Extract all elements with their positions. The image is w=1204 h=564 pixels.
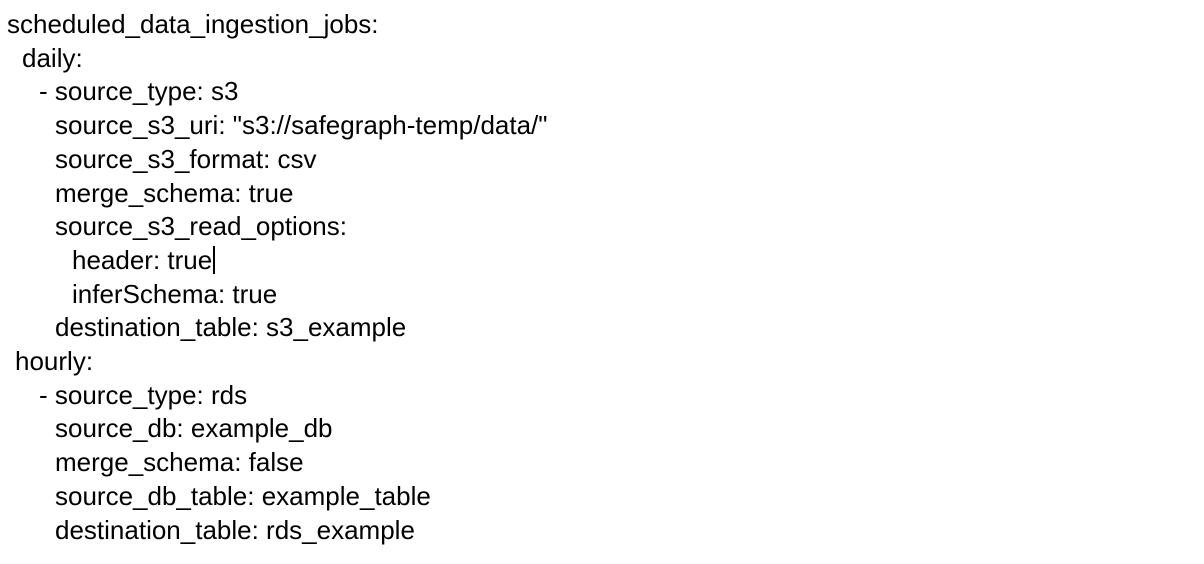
line-text: daily:	[22, 42, 83, 73]
line-text: header: true	[72, 244, 213, 275]
text-line[interactable]: source_s3_read_options:	[55, 211, 347, 241]
line-text: - source_type: s3	[39, 76, 239, 107]
text-line[interactable]: merge_schema: false	[55, 447, 304, 477]
line-text: merge_schema: true	[55, 177, 294, 208]
text-line[interactable]: header: true	[72, 244, 216, 275]
text-line[interactable]: - source_type: rds	[39, 380, 247, 410]
text-line[interactable]: destination_table: s3_example	[55, 312, 406, 342]
line-text: - source_type: rds	[39, 379, 248, 410]
line-text: scheduled_data_ingestion_jobs:	[7, 9, 379, 39]
line-text: source_s3_format: csv	[55, 143, 317, 174]
text-line[interactable]: hourly:	[15, 346, 93, 376]
line-text: source_s3_read_options:	[55, 211, 347, 242]
line-text: destination_table: rds_example	[55, 514, 415, 545]
line-text: source_db: example_db	[55, 413, 333, 444]
text-line[interactable]: scheduled_data_ingestion_jobs:	[7, 9, 379, 39]
text-line[interactable]: inferSchema: true	[72, 279, 277, 309]
text-line[interactable]: source_s3_format: csv	[55, 144, 317, 174]
text-line[interactable]: merge_schema: true	[55, 178, 293, 208]
line-text: hourly:	[15, 346, 94, 376]
text-line[interactable]: source_s3_uri: "s3://safegraph-temp/data…	[55, 110, 548, 140]
line-text: merge_schema: false	[55, 447, 304, 478]
text-line[interactable]: daily:	[22, 43, 83, 73]
line-text: destination_table: s3_example	[55, 312, 407, 343]
line-text: source_db_table: example_table	[55, 480, 431, 511]
text-line[interactable]: source_db_table: example_table	[55, 481, 431, 511]
line-text: inferSchema: true	[72, 278, 278, 309]
text-line[interactable]: destination_table: rds_example	[55, 515, 415, 545]
line-text: source_s3_uri: "s3://safegraph-temp/data…	[55, 110, 548, 141]
text-line[interactable]: source_db: example_db	[55, 413, 333, 443]
text-line[interactable]: - source_type: s3	[39, 76, 238, 106]
text-cursor	[213, 245, 216, 274]
